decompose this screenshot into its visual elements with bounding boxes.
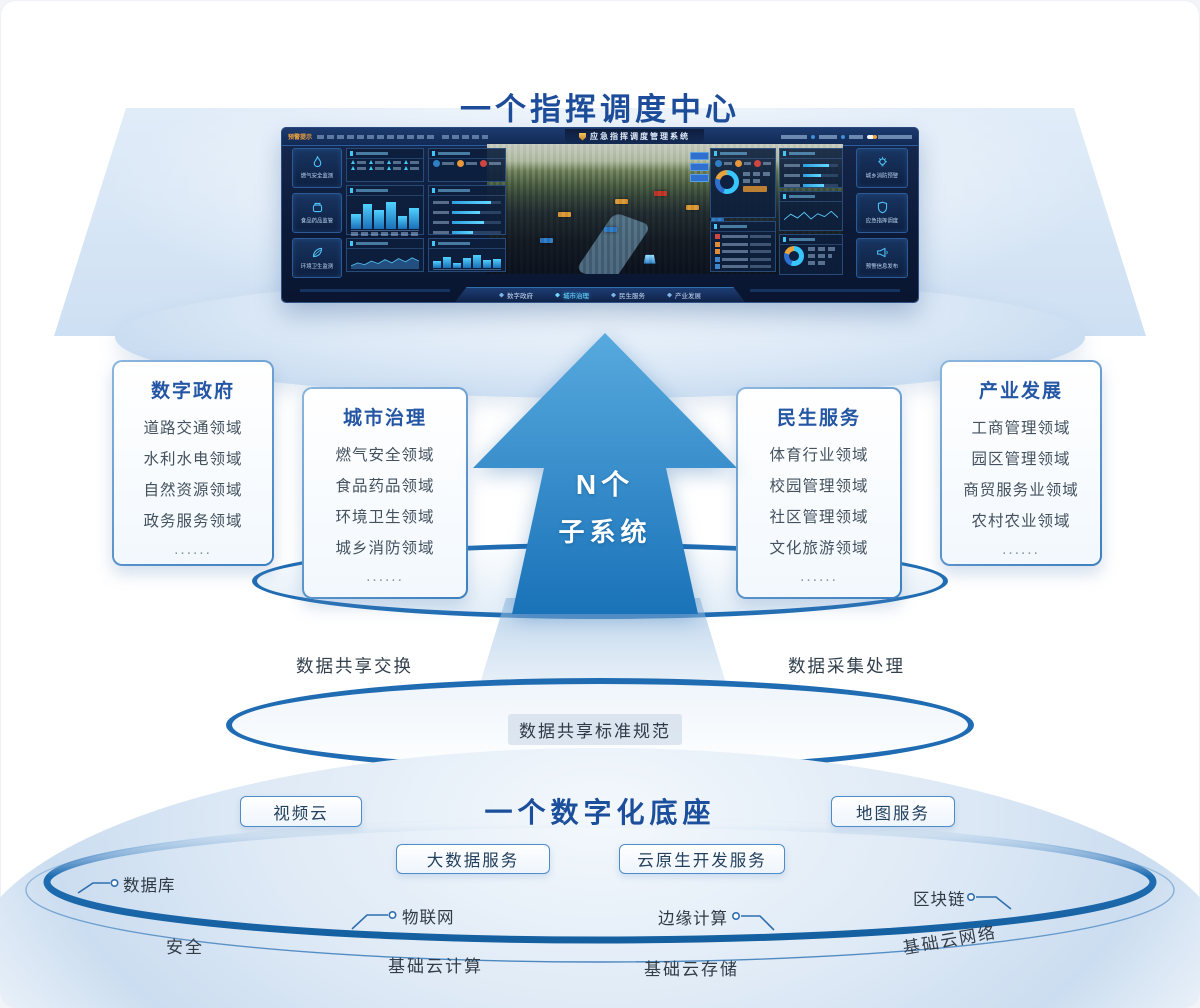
callout-blockchain: 区块链 — [913, 891, 966, 909]
environment-button[interactable]: 环境卫生监测 — [292, 238, 342, 278]
overview-donut-panel — [710, 148, 776, 218]
callout-database: 数据库 — [123, 877, 176, 895]
user-icon — [810, 134, 815, 139]
map-marker-orange[interactable] — [558, 211, 572, 217]
nav-industry[interactable]: 产业发展 — [667, 290, 701, 300]
nav-wing-left — [300, 289, 450, 292]
group-title: 产业发展 — [978, 381, 1063, 402]
nav-city-governance[interactable]: 城市治理 — [555, 290, 589, 300]
callout-iot: 物联网 — [402, 909, 455, 927]
progress-panel — [428, 185, 506, 235]
emblem-icon — [579, 132, 586, 141]
service-box-bigdata: 大数据服务 — [396, 844, 550, 874]
callout-edge-computing: 边缘计算 — [658, 910, 728, 928]
map-marker-blue[interactable] — [604, 227, 618, 233]
subsystem-arrow — [473, 333, 737, 614]
label-data-collection: 数据采集处理 — [788, 656, 905, 676]
arrow-text-line1: N个 — [575, 469, 635, 500]
base-title: 一个数字化底座 — [484, 797, 716, 828]
user-icon — [840, 134, 845, 139]
map-marker-red[interactable] — [654, 190, 668, 196]
gas-safety-button[interactable]: 燃气安全监测 — [292, 148, 342, 188]
label-data-standard: 数据共享标准规范 — [508, 714, 682, 745]
right-button-column: 城乡消防预警 应急指挥调度 预警信息发布 — [856, 148, 908, 278]
progress-panel-b — [779, 148, 843, 188]
group-title: 数字政府 — [150, 381, 235, 402]
map-vehicle-marker[interactable] — [643, 254, 656, 264]
nav-icon — [611, 292, 616, 298]
stat-grid-panel — [346, 148, 424, 182]
bar-chart-panel — [346, 185, 424, 236]
label-cloud-compute: 基础云计算 — [388, 957, 483, 976]
label-data-exchange: 数据共享交换 — [296, 656, 413, 676]
dashboard-title-bar: 应急指挥调度管理系统 — [565, 129, 704, 144]
digital-base-dome — [0, 748, 1200, 1008]
group-industry-development: 产业发展 工商管理领域 园区管理领域 商贸服务业领域 农村农业领域 ...... — [940, 360, 1102, 566]
dashboard-title: 应急指挥调度管理系统 — [590, 132, 690, 141]
leaf-icon — [312, 247, 322, 258]
dispatch-button[interactable]: 应急指挥调度 — [856, 193, 908, 233]
nav-icon — [667, 292, 672, 298]
service-box-video-cloud: 视频云 — [240, 796, 362, 827]
map-marker-orange[interactable] — [615, 198, 629, 204]
flame-icon — [313, 156, 321, 168]
area-chart-panel — [346, 238, 424, 272]
megaphone-icon — [876, 247, 888, 258]
label-cloud-storage: 基础云存储 — [644, 960, 739, 979]
chart-panel-col-b1 — [710, 148, 776, 272]
group-livelihood-services: 民生服务 体育行业领域 校园管理领域 社区管理领域 文化旅游领域 ...... — [736, 387, 902, 599]
nav-wing-right — [750, 289, 900, 292]
map-marker-orange[interactable] — [686, 205, 700, 211]
bar-chart-panel-2 — [428, 238, 506, 272]
group-title: 民生服务 — [776, 408, 861, 429]
alarm-stat-panel — [428, 148, 506, 182]
marquee-text-2 — [442, 134, 489, 139]
group-city-governance: 城市治理 燃气安全领域 食品药品领域 环境卫生领域 城乡消防领域 ...... — [302, 387, 468, 599]
chart-panel-col-a1 — [346, 148, 424, 272]
nav-icon — [555, 292, 560, 298]
shield-icon — [877, 201, 887, 214]
service-box-cloud-native: 云原生开发服务 — [619, 844, 785, 874]
dashboard-topbar-info — [780, 134, 912, 139]
nav-icon — [499, 292, 504, 298]
bulb-icon — [877, 156, 887, 167]
page-title: 一个指挥调度中心 — [460, 92, 740, 127]
line-chart-panel — [779, 191, 843, 231]
food-icon — [312, 202, 322, 213]
weather-icon — [866, 134, 877, 139]
left-button-column: 燃气安全监测 食品药品监管 环境卫生监测 — [292, 148, 342, 278]
chart-panel-col-a2 — [428, 148, 506, 272]
mini-donut-panel — [779, 234, 843, 275]
nav-digital-government[interactable]: 数字政府 — [499, 290, 533, 300]
fire-alert-button[interactable]: 城乡消防预警 — [856, 148, 908, 188]
alert-label: 预警提示 — [288, 135, 313, 141]
mini-donut-chart — [784, 246, 804, 266]
dashboard-topbar: 预警提示 应急指挥调度管理系统 — [282, 128, 918, 146]
dashboard-bottom-nav: 数字政府 城市治理 民生服务 产业发展 — [455, 287, 745, 302]
broadcast-button[interactable]: 预警信息发布 — [856, 238, 908, 278]
arrow-text-line2: 子系统 — [558, 517, 652, 547]
command-center-screen: 预警提示 应急指挥调度管理系统 — [282, 128, 918, 302]
map-river — [575, 212, 652, 274]
nav-livelihood[interactable]: 民生服务 — [611, 290, 645, 300]
group-digital-government: 数字政府 道路交通领域 水利水电领域 自然资源领域 政务服务领域 ...... — [112, 360, 274, 566]
chart-panel-col-b2 — [779, 148, 843, 275]
label-security: 安全 — [166, 938, 204, 957]
event-table-panel — [710, 221, 776, 272]
donut-chart — [715, 170, 739, 194]
map-layer-buttons[interactable] — [690, 152, 709, 182]
service-box-map-service: 地图服务 — [831, 796, 955, 827]
group-title: 城市治理 — [342, 408, 427, 429]
food-drug-button[interactable]: 食品药品监管 — [292, 193, 342, 233]
marquee-text — [317, 134, 438, 139]
map-marker-blue[interactable] — [540, 237, 554, 243]
